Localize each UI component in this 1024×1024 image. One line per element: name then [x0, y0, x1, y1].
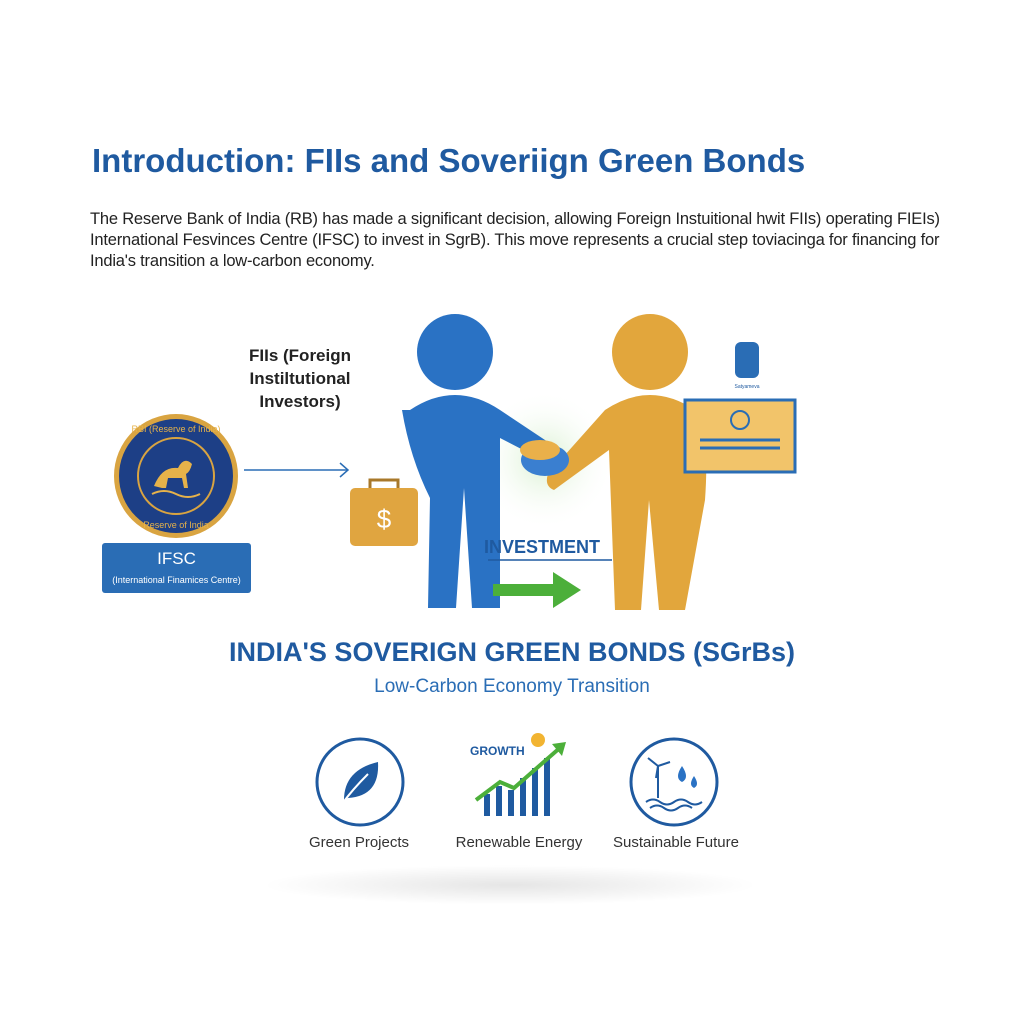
ifsc-subtitle: (International Finamices Centre) [112, 575, 241, 585]
wind-water-icon [629, 737, 719, 827]
sgb-heading: INDIA'S SOVERIGN GREEN BONDS (SGrBs) [229, 637, 795, 667]
rbi-seal-icon: RBI (Reserve of India) Reserve of India [114, 414, 238, 538]
intro-paragraph: The Reserve Bank of India (RB) has made … [90, 210, 940, 270]
national-emblem-icon: Satyameva [734, 342, 760, 390]
ifsc-title: IFSC [157, 549, 196, 568]
fii-label: FIIs (Foreign Instiltutional Investors) [225, 344, 375, 413]
feature-renewable-energy: Renewable Energy [455, 834, 583, 851]
fii-label-line: Investors) [259, 392, 341, 411]
investment-arrow-icon [493, 572, 581, 608]
feature-sustainable-future: Sustainable Future [613, 834, 739, 851]
shadow-decoration [260, 865, 760, 905]
sgb-subheading: Low-Carbon Economy Transition [374, 676, 650, 697]
feature-green-projects: Green Projects [308, 834, 410, 851]
growth-label: GROWTH [470, 744, 525, 758]
fii-label-line: FIIs (Foreign [249, 346, 351, 365]
svg-text:$: $ [377, 504, 392, 534]
bond-certificate-icon [683, 398, 797, 474]
rbi-seal-bottom-text: Reserve of India [143, 520, 209, 530]
investment-label: INVESTMENT [484, 537, 601, 557]
leaf-icon [315, 737, 405, 827]
handshake-illustration: $ Satyameva [350, 314, 797, 610]
ifsc-box: IFSC (International Finamices Centre) [102, 543, 251, 593]
fii-label-line: Instiltutional [249, 369, 351, 388]
briefcase-icon: $ [350, 478, 418, 546]
government-figure [546, 314, 707, 610]
arrow-right-icon [244, 462, 350, 478]
page-title: Introduction: FIIs and Soveriign Green B… [92, 142, 806, 179]
growth-chart-icon [474, 733, 566, 816]
emblem-caption: Satyameva [734, 384, 759, 390]
rbi-seal-top-text: RBI (Reserve of India) [131, 424, 220, 434]
